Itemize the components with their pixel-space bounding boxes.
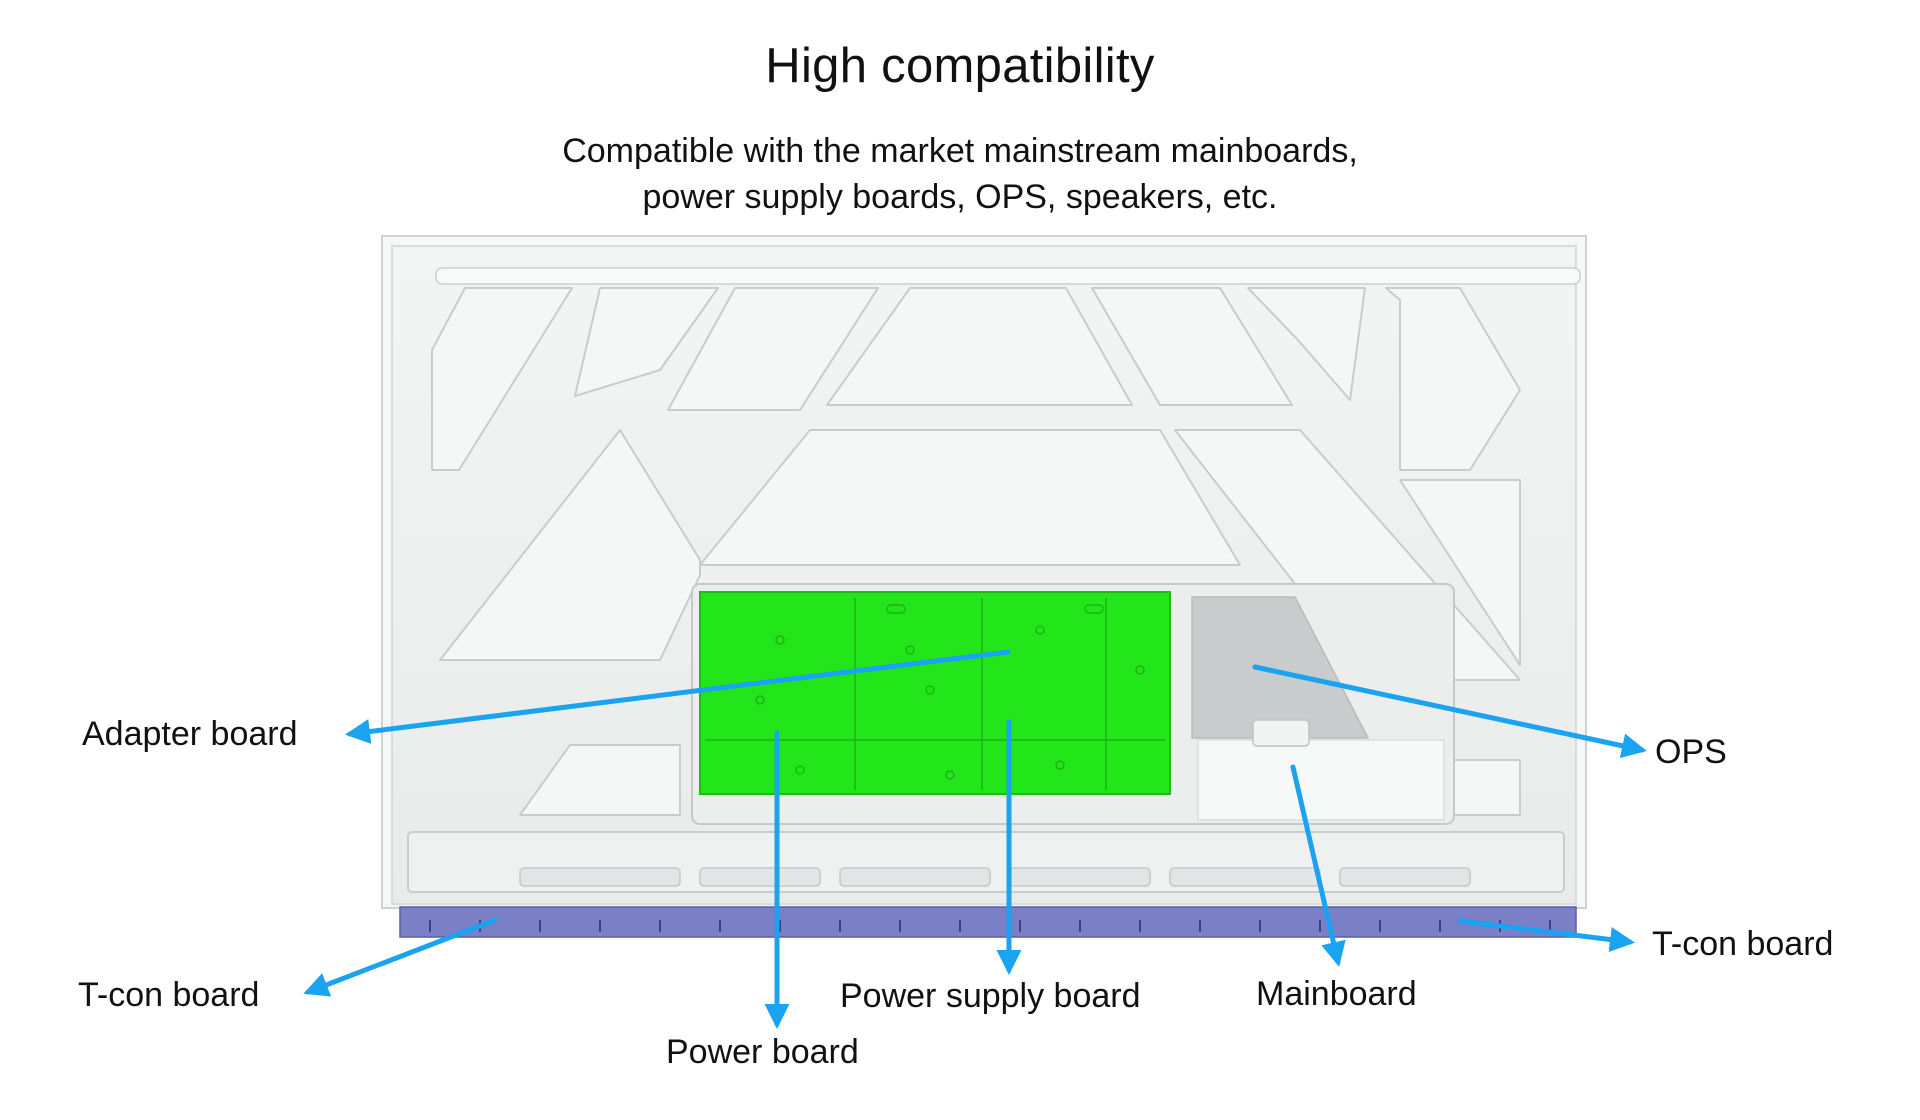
- label-tcon-board-left: T-con board: [78, 976, 260, 1014]
- arrow-ops: [1252, 664, 1647, 759]
- subtitle-line-1: Compatible with the market mainstream ma…: [562, 132, 1358, 170]
- ops-area: [1191, 596, 1370, 739]
- label-ops: OPS: [1655, 733, 1727, 771]
- power-supply-board-detail: [705, 598, 1165, 790]
- arrow-adapter-board: [345, 649, 1011, 744]
- label-mainboard: Mainboard: [1256, 975, 1417, 1013]
- label-power-supply-board: Power supply board: [840, 977, 1141, 1015]
- arrow-mainboard: [1290, 764, 1346, 967]
- label-tcon-board-right: T-con board: [1652, 925, 1834, 963]
- callout-arrows: [303, 649, 1647, 1029]
- power-supply-board-area: [699, 591, 1171, 795]
- bottom-rail-slots: [519, 867, 1471, 887]
- page-subtitle: Compatible with the market mainstream ma…: [0, 128, 1920, 220]
- mainboard-bracket: [1252, 719, 1310, 747]
- mainboard-area: [1197, 739, 1445, 821]
- arrow-tcon-left: [303, 917, 498, 997]
- subtitle-line-2: power supply boards, OPS, speakers, etc.: [642, 178, 1278, 216]
- tcon-strip-ticks: [429, 920, 1551, 932]
- page-title: High compatibility: [765, 39, 1155, 93]
- tcon-strip: [399, 906, 1577, 938]
- top-rail: [435, 267, 1581, 285]
- arrow-tcon-right: [1457, 918, 1635, 952]
- label-power-board: Power board: [666, 1033, 859, 1071]
- label-adapter-board: Adapter board: [82, 715, 298, 753]
